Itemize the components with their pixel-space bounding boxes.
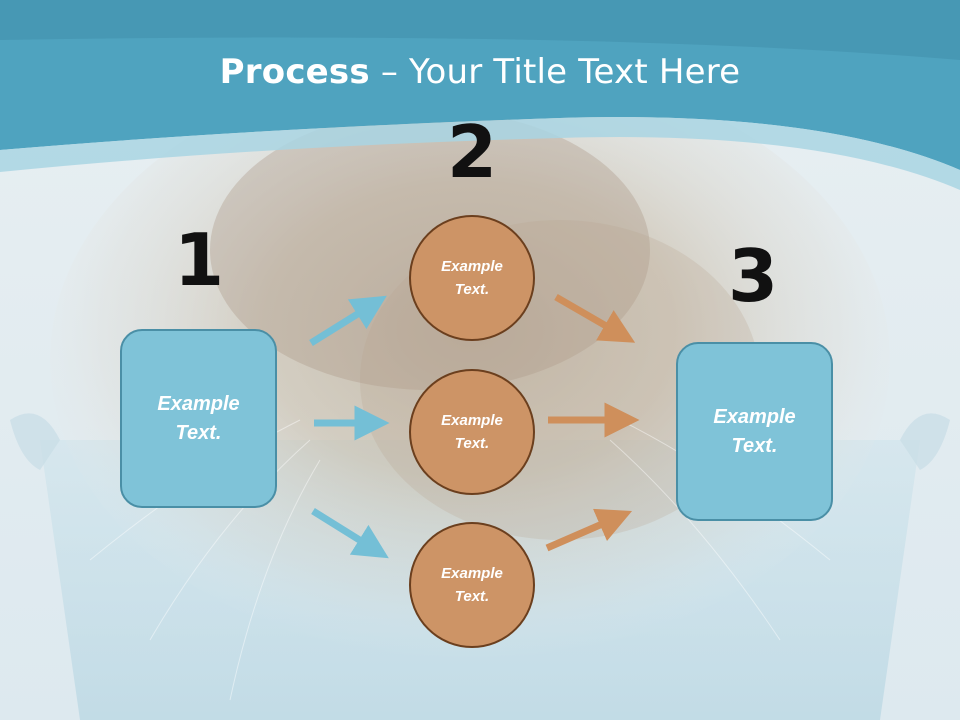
step-1-box-text: Example Text. <box>157 392 240 444</box>
arrow-blue-up <box>309 295 387 346</box>
title-rest: Your Title Text Here <box>409 52 741 92</box>
step-2-circle-bottom-text: Example Text. <box>441 565 503 605</box>
arrow-orange-down <box>554 293 636 343</box>
step-3-box-text: Example Text. <box>713 405 796 457</box>
step-number-1: 1 <box>173 218 225 302</box>
arrow-orange-up <box>545 508 633 552</box>
step-number-2: 2 <box>446 110 498 194</box>
step-number-3: 3 <box>727 234 779 318</box>
step-2-circle-middle-text: Example Text. <box>441 412 503 452</box>
step-3-box[interactable]: Example Text. <box>676 342 833 521</box>
step-2-circle-middle[interactable]: Example Text. <box>409 369 535 495</box>
step-2-circle-top[interactable]: Example Text. <box>409 215 535 341</box>
title-separator: – <box>369 52 410 92</box>
slide-title: Process – Your Title Text Here <box>0 52 960 92</box>
title-bold: Process <box>219 52 370 92</box>
step-1-box[interactable]: Example Text. <box>120 329 277 508</box>
step-2-circle-bottom[interactable]: Example Text. <box>409 522 535 648</box>
arrow-blue-down <box>311 508 389 559</box>
step-2-circle-top-text: Example Text. <box>441 258 503 298</box>
